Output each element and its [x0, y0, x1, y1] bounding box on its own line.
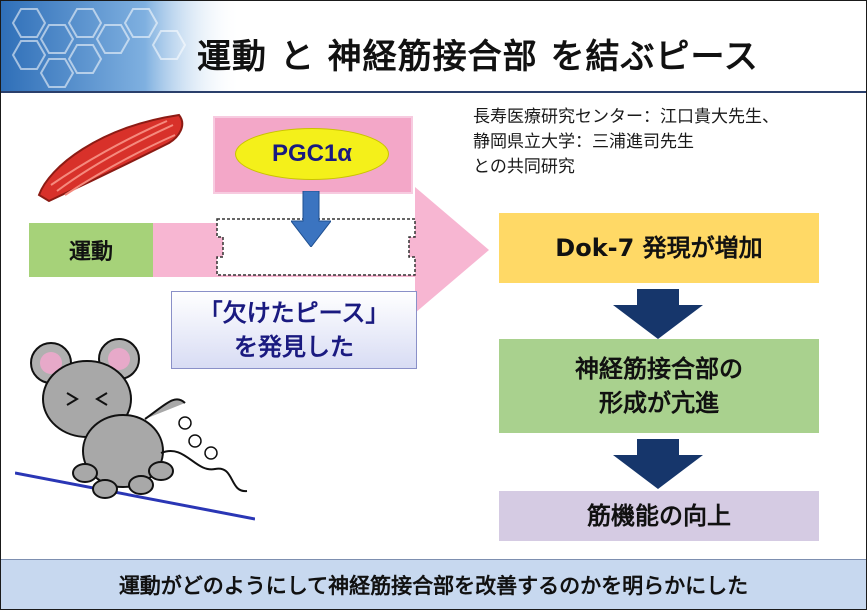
hexagon-pattern-icon	[1, 1, 241, 91]
running-mouse-icon	[15, 338, 255, 521]
affiliation-line-2: 静岡県立大学：三浦進司先生	[473, 132, 694, 152]
blue-down-arrow-icon	[291, 191, 331, 247]
nmj-line-2: 形成が亢進	[599, 389, 719, 417]
pgc-label: PGC1α	[235, 128, 389, 180]
pgc-frame: PGC1α	[213, 116, 413, 194]
dok7-increase-box: Dok-7 発現が増加	[499, 213, 819, 283]
missing-piece-shape	[216, 218, 416, 276]
affiliation-line-3: との共同研究	[473, 157, 575, 177]
muscle-function-box: 筋機能の向上	[499, 491, 819, 541]
nmj-formation-box: 神経筋接合部の 形成が亢進	[499, 339, 819, 433]
affiliation-line-1: 長寿医療研究センター：江口貴大先生、	[473, 107, 779, 127]
title-bar: 運動 と 神経筋接合部 を結ぶピース	[1, 1, 866, 93]
affiliation: 長寿医療研究センター：江口貴大先生、 静岡県立大学：三浦進司先生 との共同研究	[473, 105, 779, 180]
page-title: 運動 と 神経筋接合部 を結ぶピース	[197, 37, 759, 77]
conclusion-bar: 運動がどのようにして神経筋接合部を改善するのかを明らかにした	[1, 559, 866, 609]
discovery-line-1: 「欠けたピース」	[198, 299, 390, 327]
navy-down-arrow-icon	[613, 439, 703, 489]
exercise-label: 運動	[29, 223, 153, 277]
discovery-box: 「欠けたピース」 を発見した	[171, 291, 417, 369]
discovery-line-2: を発見した	[234, 333, 354, 361]
navy-down-arrow-icon	[613, 289, 703, 339]
muscle-icon	[37, 113, 184, 203]
nmj-line-1: 神経筋接合部の	[575, 355, 743, 383]
